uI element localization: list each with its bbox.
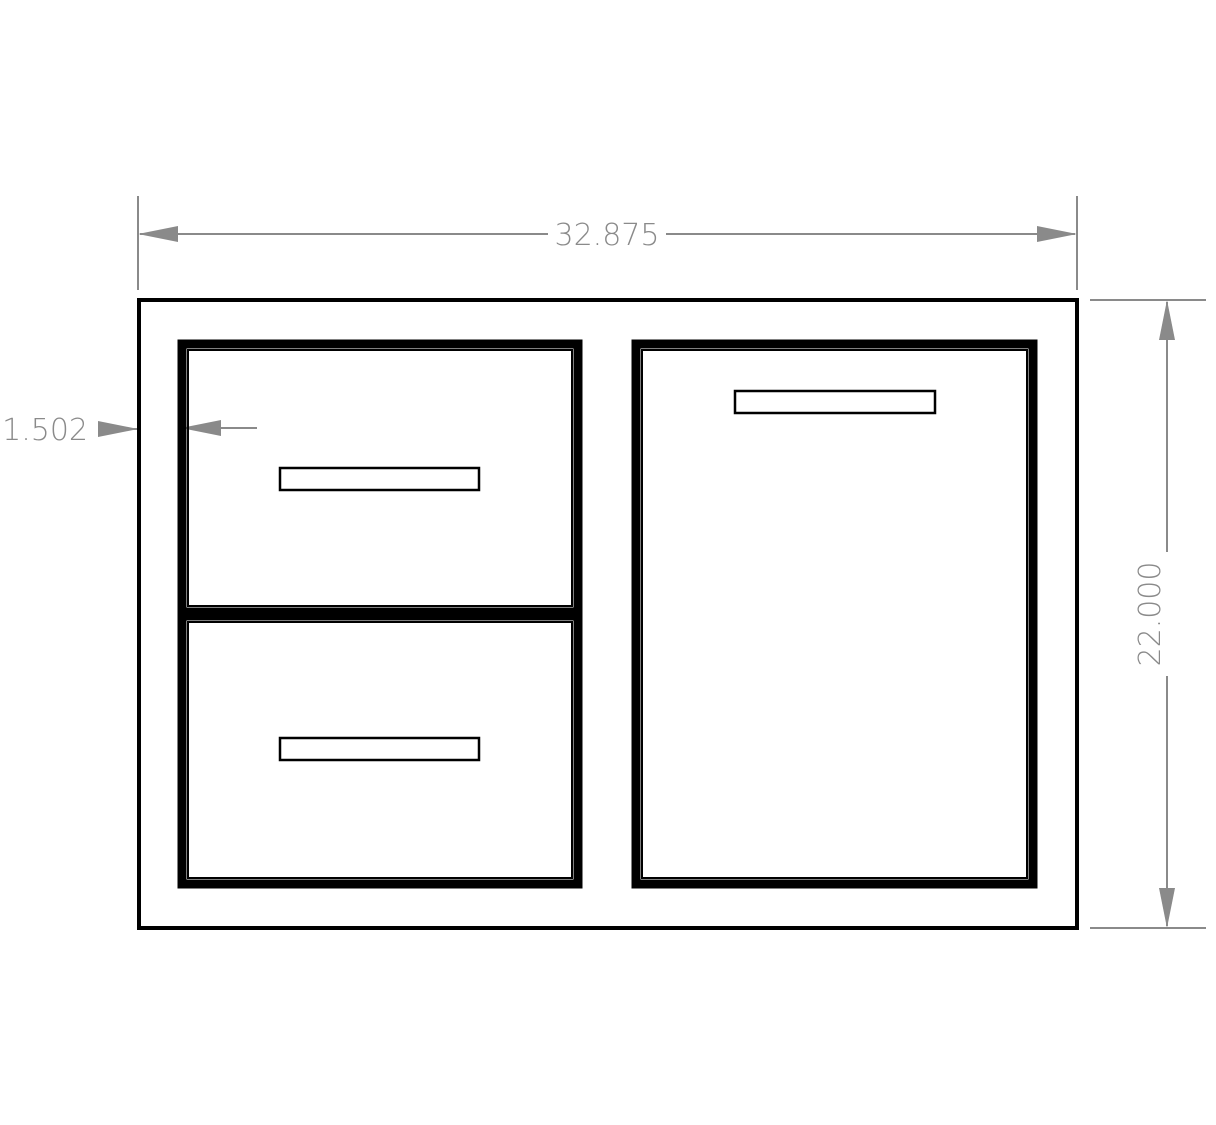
door-inner-line	[641, 349, 1028, 879]
cabinet-door	[631, 339, 1038, 889]
offset-arrow-left	[98, 421, 138, 437]
outer-frame	[137, 298, 1079, 930]
upper-drawer-inner-line	[187, 349, 573, 607]
height-arrow-bottom	[1159, 888, 1175, 928]
width-dimension-value: 32.875	[555, 218, 660, 253]
lower-drawer-inner-line	[187, 621, 573, 879]
height-arrow-top	[1159, 300, 1175, 340]
door-face	[631, 339, 1038, 889]
offset-dimension: 1.502	[2, 413, 257, 448]
lower-drawer-face	[177, 611, 583, 889]
upper-drawer	[177, 339, 583, 617]
offset-dimension-value: 1.502	[2, 413, 88, 448]
height-dimension: 22.000	[1090, 299, 1206, 929]
width-arrow-left	[138, 226, 178, 242]
door-handle	[733, 389, 937, 415]
lower-drawer	[177, 611, 583, 889]
width-arrow-right	[1037, 226, 1077, 242]
upper-drawer-handle	[278, 466, 481, 492]
offset-arrow-right	[181, 420, 221, 436]
height-dimension-value: 22.000	[1133, 562, 1168, 667]
width-dimension: 32.875	[137, 196, 1078, 290]
lower-drawer-handle	[278, 736, 481, 762]
